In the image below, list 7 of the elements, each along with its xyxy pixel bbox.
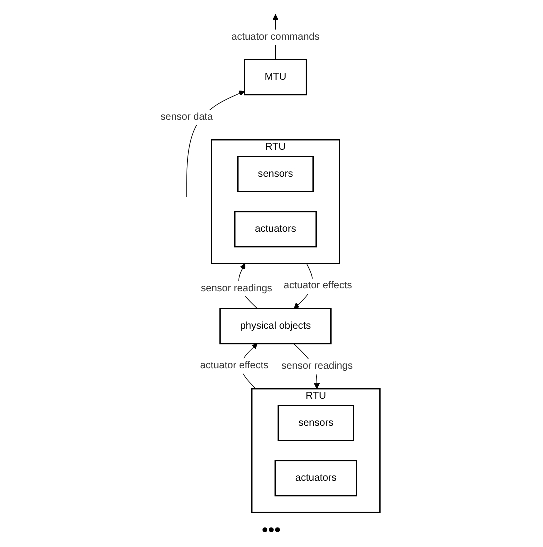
component-box: actuators <box>234 211 318 248</box>
component-box: sensors <box>237 156 314 192</box>
component-box: physical objects <box>220 308 332 345</box>
component-box: actuators <box>274 460 358 497</box>
ellipsis-mark: ••• <box>262 520 281 540</box>
component-box: MTU <box>244 59 308 96</box>
component-box: sensors <box>278 405 354 442</box>
